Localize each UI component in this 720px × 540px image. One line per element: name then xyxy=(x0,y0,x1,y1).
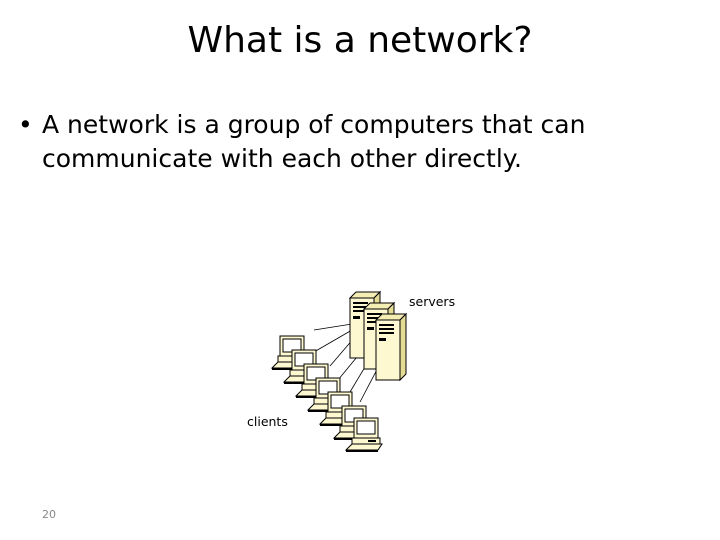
bullet-marker: • xyxy=(18,110,33,139)
servers-label: servers xyxy=(409,294,456,309)
clients-label: clients xyxy=(247,414,288,429)
server-tower-icon xyxy=(375,313,407,381)
slide-title: What is a network? xyxy=(187,20,533,61)
bullet-list: • A network is a group of computers that… xyxy=(18,108,698,176)
bullet-text: A network is a group of computers that c… xyxy=(42,110,586,173)
bullet-item: • A network is a group of computers that… xyxy=(18,108,698,176)
page-number: 20 xyxy=(42,508,56,521)
